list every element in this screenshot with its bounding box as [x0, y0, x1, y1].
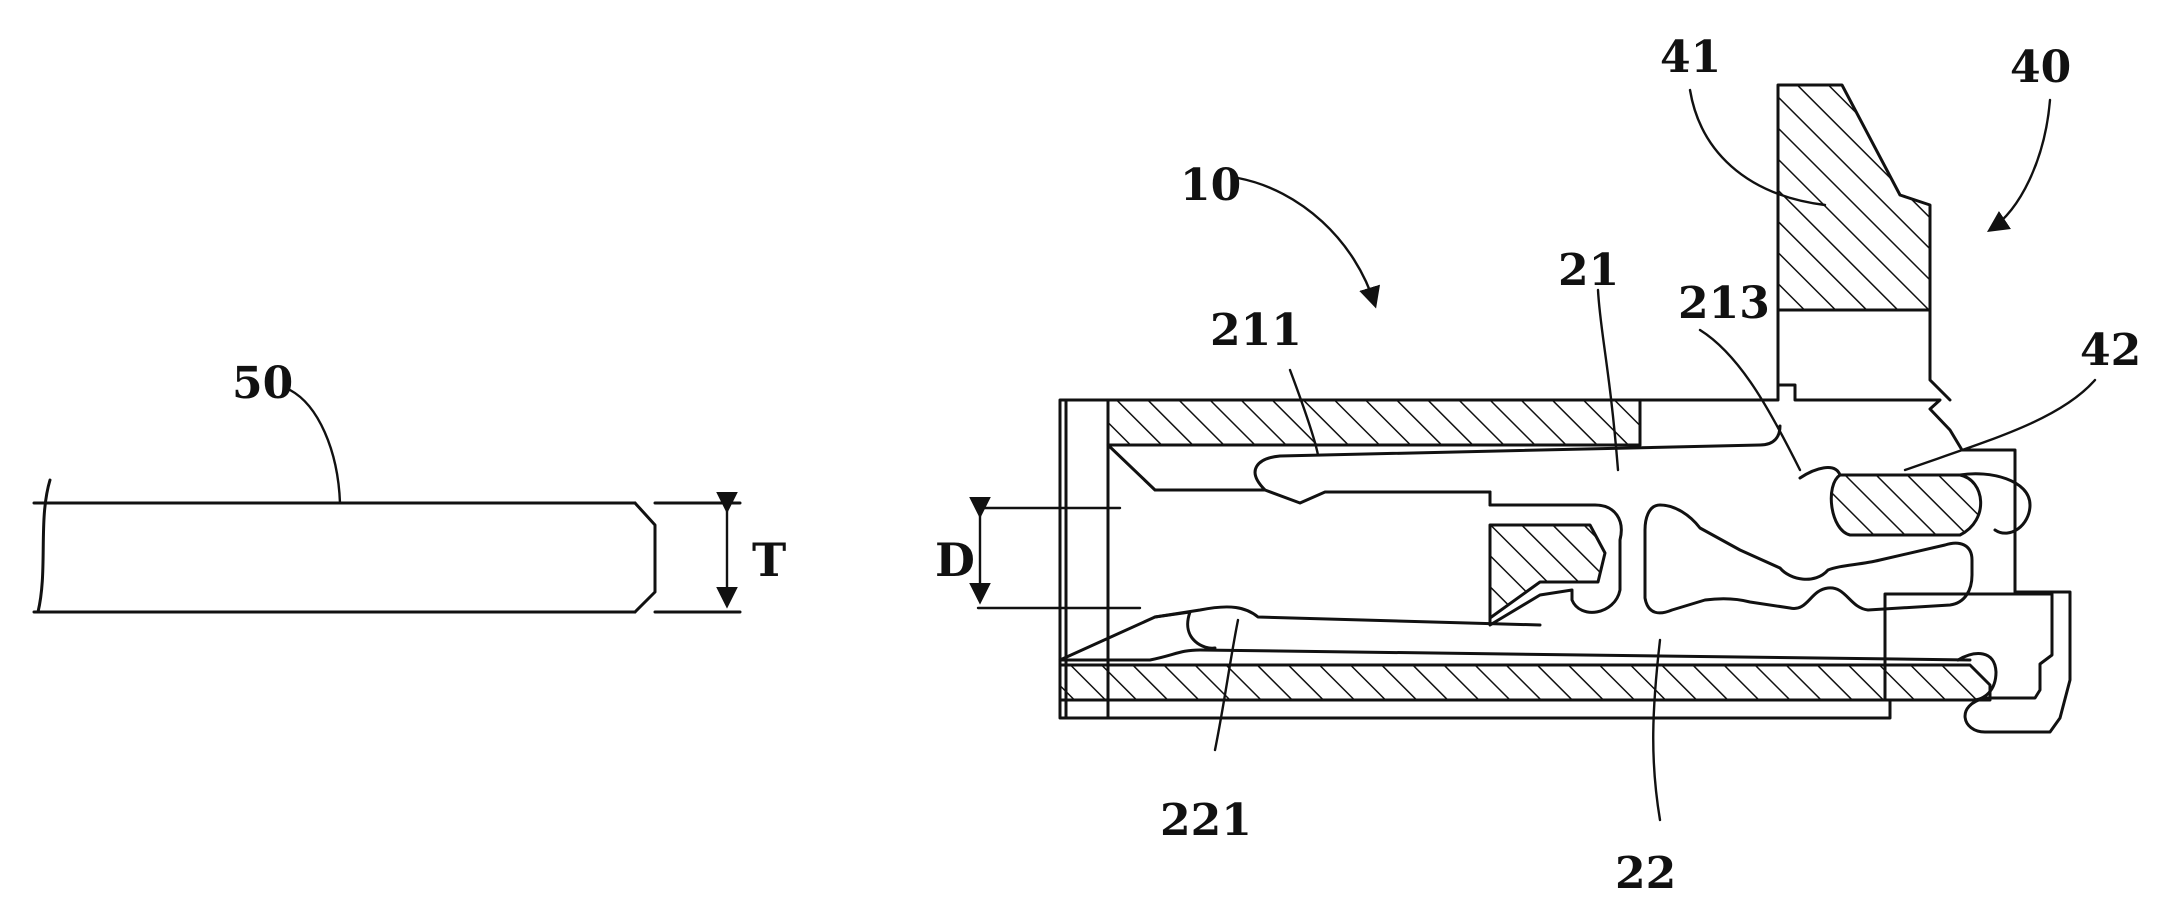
- top-wall-section: [1106, 398, 1642, 447]
- leader-40: [1987, 98, 2052, 232]
- leader-211: [1288, 368, 1320, 457]
- label-213: 213: [1678, 278, 1770, 329]
- label-221: 221: [1160, 795, 1252, 846]
- part-40-latch: [1776, 83, 1952, 402]
- leader-50: [288, 388, 342, 505]
- leader-213: [1698, 328, 1802, 472]
- middle-block-section: [1488, 523, 1607, 620]
- label-22: 22: [1615, 848, 1676, 899]
- dimension-label-t: T: [752, 533, 786, 587]
- latch-hatched-section: [1776, 83, 1932, 312]
- label-42: 42: [2080, 325, 2141, 376]
- part-42-pin: [1798, 466, 2032, 537]
- leader-42: [1903, 378, 2097, 472]
- label-21: 21: [1558, 245, 1619, 296]
- bottom-wall-section: [1058, 663, 1992, 702]
- leader-21: [1596, 288, 1620, 472]
- label-40: 40: [2010, 42, 2071, 93]
- label-10: 10: [1180, 160, 1241, 211]
- bar-break-line: [36, 478, 52, 614]
- dimension-label-d: D: [935, 533, 975, 587]
- label-211: 211: [1210, 305, 1302, 356]
- pin-hatched-section: [1829, 473, 1983, 537]
- leader-10: [1236, 176, 1381, 309]
- connector-housing: [1058, 383, 2072, 734]
- leader-221: [1213, 618, 1240, 752]
- leader-22: [1652, 638, 1662, 822]
- label-41: 41: [1660, 32, 1721, 83]
- part-50-bar: [32, 478, 742, 614]
- dimension-d: [969, 497, 1142, 610]
- leader-41: [1688, 88, 1827, 207]
- label-50: 50: [232, 358, 293, 409]
